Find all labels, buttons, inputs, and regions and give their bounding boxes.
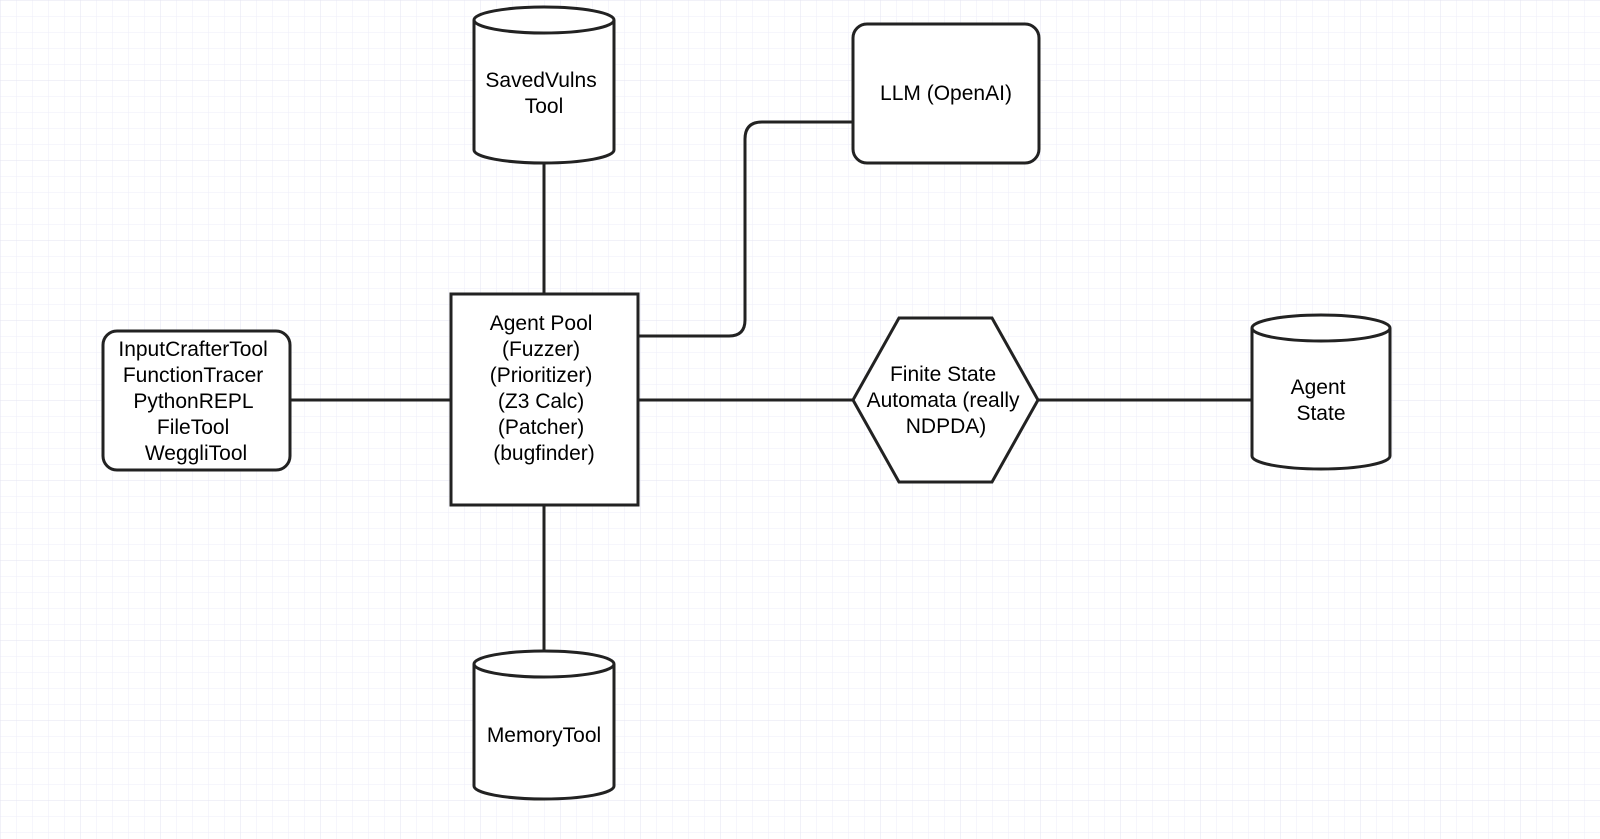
node-hexagon [851, 316, 1040, 484]
cylinder-rim [472, 19, 616, 35]
node-label-line: (Fuzzer) [502, 338, 580, 361]
edge-agent-pool-llm [638, 120, 853, 338]
node-llm[interactable]: LLM (OpenAI) [851, 22, 1041, 165]
node-label: MemoryTool [487, 724, 601, 747]
node-box [851, 22, 1041, 165]
node-label: Finite State Automata (really NDPDA) [867, 363, 1026, 438]
node-label-line: State [1296, 402, 1345, 425]
node-label-line: FileTool [157, 416, 229, 439]
connectors [290, 120, 1252, 664]
cylinder-body [1250, 313, 1392, 471]
node-label-line: Finite State [890, 363, 996, 386]
node-label-line: NDPDA) [906, 415, 987, 438]
node-agent-state[interactable]: Agent State [1250, 313, 1392, 471]
node-label-line: (Z3 Calc) [498, 390, 584, 413]
node-label-line: (Patcher) [498, 416, 584, 439]
cylinder-body [472, 5, 616, 165]
node-label-line: FunctionTracer [123, 364, 263, 387]
node-label: LLM (OpenAI) [880, 82, 1012, 105]
node-label-line: Agent Pool [490, 312, 593, 335]
node-agent-pool[interactable]: Agent Pool (Fuzzer) (Prioritizer) (Z3 Ca… [449, 292, 640, 507]
node-label-line: PythonREPL [133, 390, 253, 413]
node-label: Agent State [1291, 376, 1352, 425]
node-label-line: (Prioritizer) [490, 364, 593, 387]
node-label-line: MemoryTool [487, 724, 601, 747]
node-label-line: Automata (really [867, 389, 1020, 412]
node-label: InputCrafterTool FunctionTracer PythonRE… [118, 338, 273, 465]
node-box [101, 329, 292, 472]
node-tools[interactable]: InputCrafterTool FunctionTracer PythonRE… [101, 329, 292, 472]
node-label-line: InputCrafterTool [118, 338, 267, 361]
node-label-line: Agent [1291, 376, 1346, 399]
cylinder-rim [1250, 327, 1392, 343]
node-label-line: SavedVulns [485, 69, 596, 92]
node-saved-vulns[interactable]: SavedVulns Tool [472, 5, 616, 165]
cylinder-rim [472, 663, 616, 679]
node-label-line: (bugfinder) [493, 442, 595, 465]
node-box [449, 292, 640, 507]
node-label: Agent Pool (Fuzzer) (Prioritizer) (Z3 Ca… [490, 312, 599, 465]
node-label-line: WeggliTool [145, 442, 247, 465]
node-memory[interactable]: MemoryTool [472, 649, 616, 801]
node-fsa[interactable]: Finite State Automata (really NDPDA) [851, 316, 1040, 484]
cylinder-body [472, 649, 616, 801]
node-label-line: LLM (OpenAI) [880, 82, 1012, 105]
node-label-line: Tool [525, 95, 564, 118]
node-label: SavedVulns Tool [485, 69, 602, 118]
